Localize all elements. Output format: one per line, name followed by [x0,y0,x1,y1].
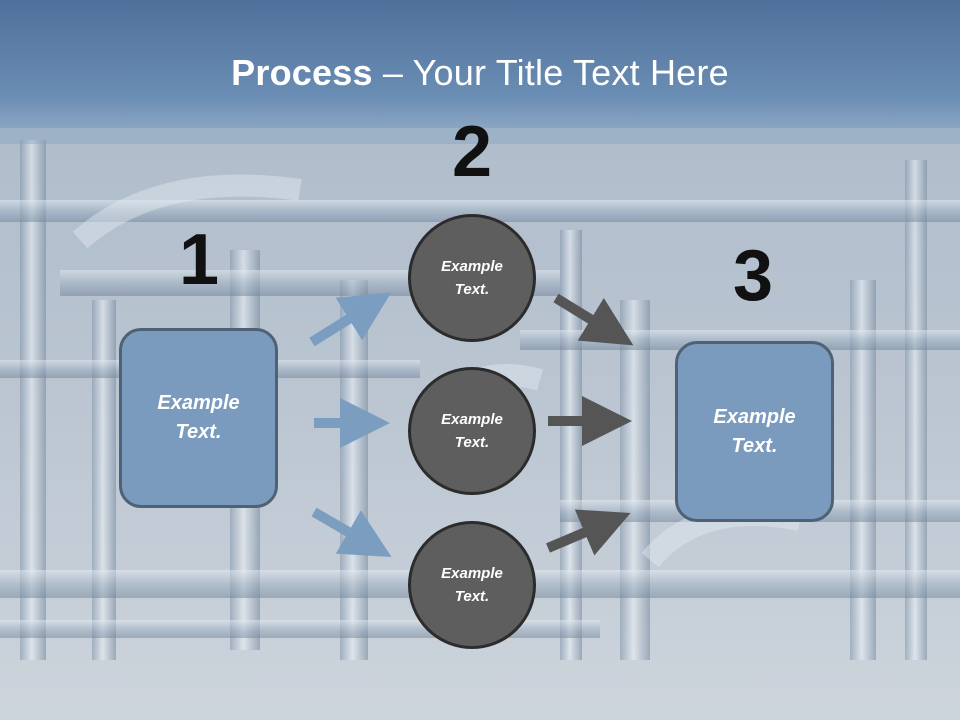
step-3-box: Example Text. [675,341,834,522]
step-1-box-line1: Example [157,392,240,414]
arrow-box1-to-circle3 [311,507,392,558]
arrow-circle3-to-box3 [546,509,631,556]
step-3-box-line1: Example [713,405,796,428]
circle-middle-line2: Text. [454,434,490,451]
circle-top-line2: Text. [454,281,490,298]
step-3-box-line2: Text. [731,434,778,457]
step-1-box: Example Text. [119,328,278,508]
circle-bottom-line1: Example [441,565,503,582]
title-rest: – Your Title Text Here [372,52,729,93]
step-number-2: 2 [451,112,493,192]
title-bold: Process [231,52,373,93]
circle-top-line1: Example [441,258,503,275]
circle-middle-line1: Example [441,411,503,428]
step-2-circle-bottom: Example Text. [408,521,536,649]
step-2-circle-top: Example Text. [408,214,536,342]
step-number-1: 1 [178,220,220,300]
step-number-3: 3 [732,236,774,316]
slide-title: Process – Your Title Text Here [0,52,960,94]
step-2-circle-middle: Example Text. [408,367,536,495]
arrow-box1-to-circle1 [309,292,392,347]
circle-bottom-line2: Text. [454,588,490,605]
arrow-circle1-to-box3 [553,293,634,346]
step-1-box-line2: Text. [175,421,222,443]
